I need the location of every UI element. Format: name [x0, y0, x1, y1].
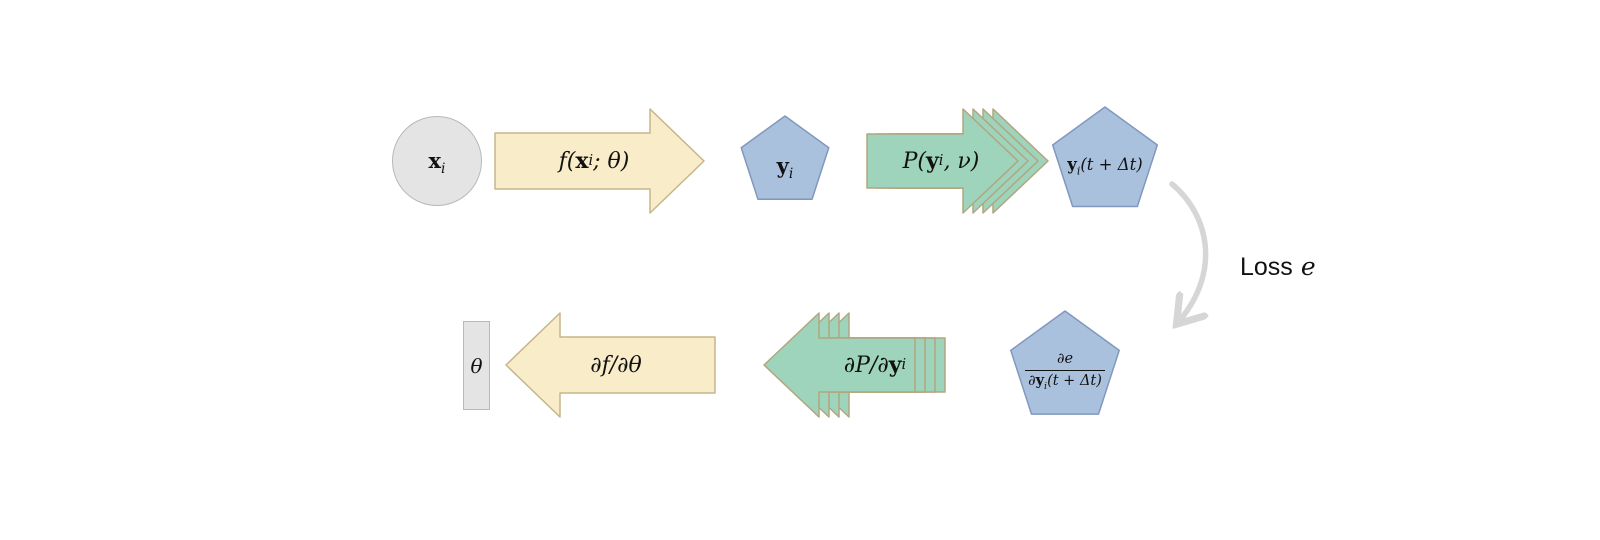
gradient-pentagon: ∂e ∂yi(t + Δt) [1004, 306, 1126, 424]
input-label: xi [428, 148, 446, 178]
stacked-arrow-left-icon [763, 312, 946, 418]
loss-variable: e [1300, 252, 1316, 281]
state-pentagon: yi [737, 112, 833, 208]
backward-p-arrow: ∂P/∂yi [763, 312, 947, 418]
pentagon-icon [740, 115, 830, 200]
theta-label: θ [470, 353, 483, 378]
loss-label: Loss e [1240, 252, 1316, 282]
pentagon-icon [1051, 106, 1159, 208]
pentagon-icon [1010, 310, 1120, 415]
backward-f-arrow: ∂f/∂θ [504, 312, 716, 418]
next-state-pentagon: yi(t + Δt) [1046, 102, 1164, 216]
forward-p-arrow: P(yi, ν) [866, 108, 1050, 214]
arrow-left-icon [505, 312, 716, 418]
curved-arrow-icon [1169, 181, 1250, 345]
arrow-right-icon [494, 108, 705, 214]
loss-curve-arrow [1150, 180, 1250, 345]
theta-bar: θ [463, 321, 490, 410]
stacked-arrow-right-icon [866, 108, 1049, 214]
loss-text: Loss [1240, 253, 1293, 281]
forward-f-arrow: f(xi; θ) [494, 108, 706, 214]
input-circle: xi [392, 116, 482, 206]
